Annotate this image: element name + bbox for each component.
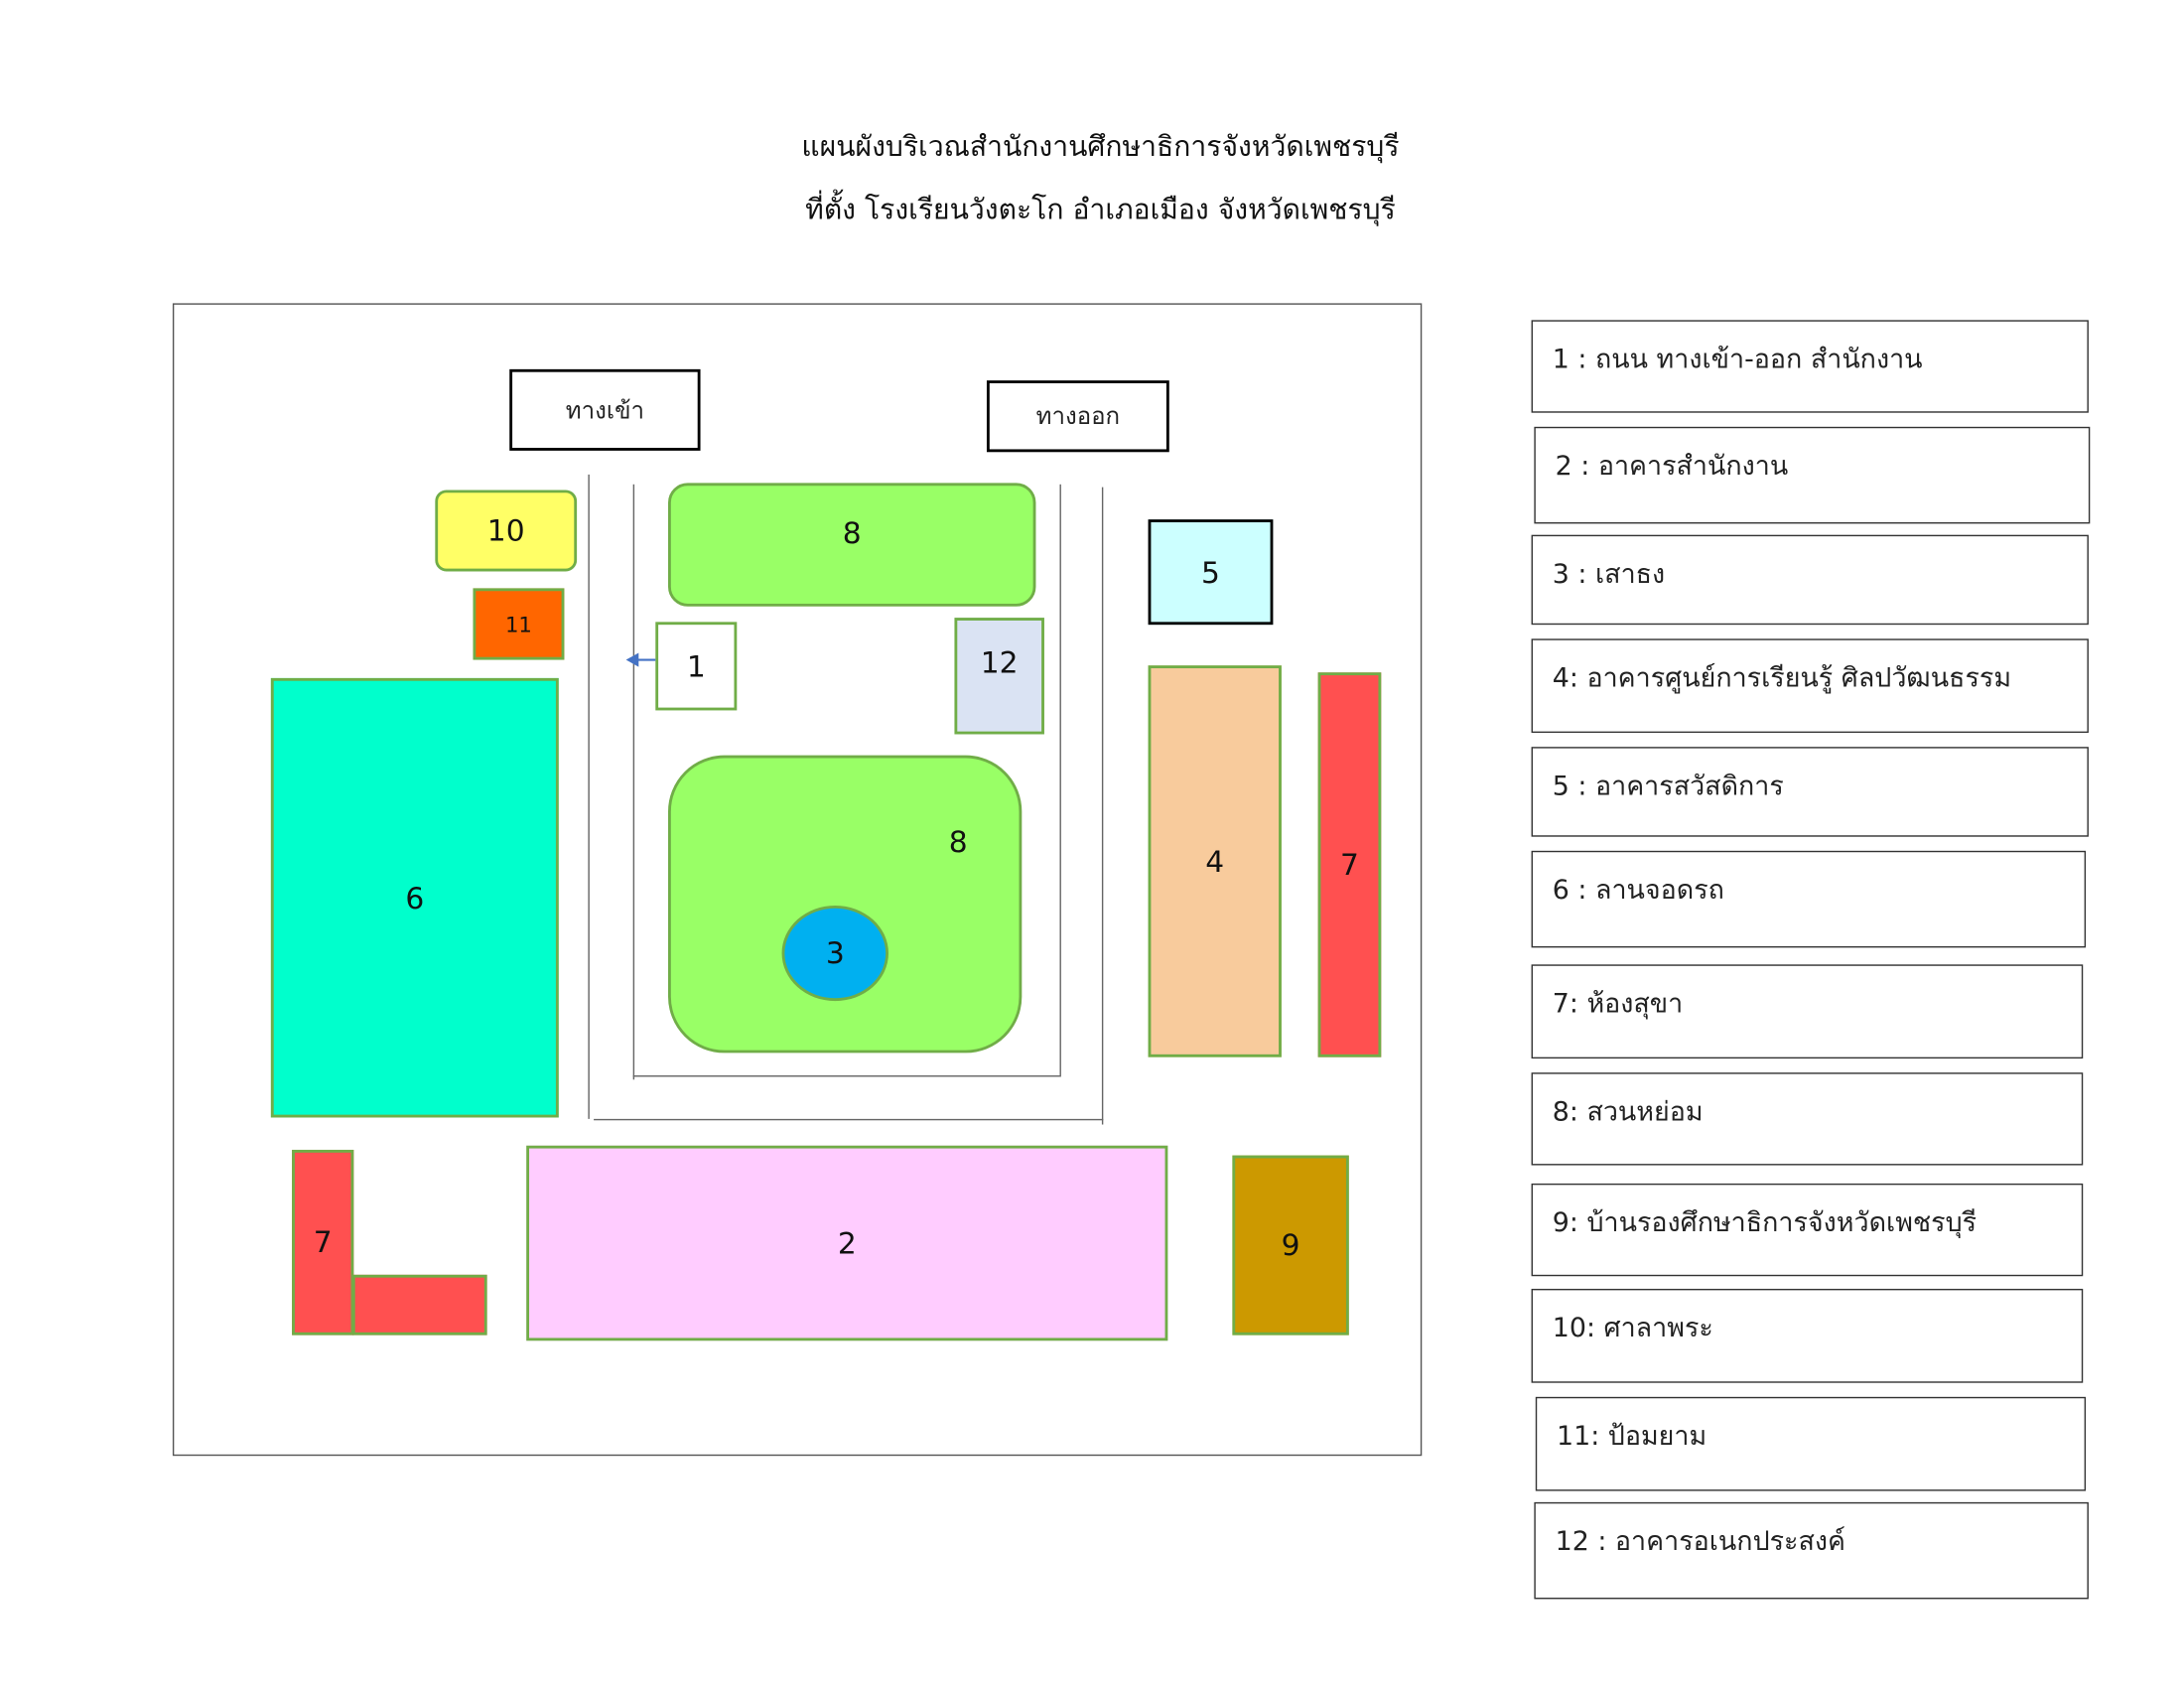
guard-post-zone: 11 xyxy=(473,588,565,660)
exit-sign: ทางออก xyxy=(986,380,1169,453)
garden-zone-top: 8 xyxy=(668,483,1036,607)
legend-item: 4: อาคารศูนย์การเรียนรู้ ศิลปวัฒนธรรม xyxy=(1531,638,2089,734)
multipurpose-building-zone: 12 xyxy=(954,618,1044,735)
legend-item: 3 : เสาธง xyxy=(1531,534,2089,626)
entrance-sign: ทางเข้า xyxy=(509,368,701,451)
legend-item: 8: สวนหย่อม xyxy=(1531,1072,2084,1166)
restroom-zone-left: 7 xyxy=(292,1149,354,1336)
legend-item: 5 : อาคารสวัสดิการ xyxy=(1531,747,2089,837)
welfare-building-zone: 5 xyxy=(1148,519,1274,626)
garden-zone-main: 8 3 xyxy=(668,755,1023,1054)
garden-label: 8 xyxy=(948,825,968,860)
legend-item: 2 : อาคารสำนักงาน xyxy=(1534,426,2091,524)
deputy-residence-zone: 9 xyxy=(1232,1155,1349,1336)
legend-item: 1 : ถนน ทางเข้า-ออก สำนักงาน xyxy=(1531,320,2089,413)
road-line xyxy=(594,1118,1104,1121)
restroom-zone-right: 7 xyxy=(1317,672,1382,1057)
legend-item: 10: ศาลาพระ xyxy=(1531,1288,2084,1383)
road-line xyxy=(1101,487,1104,1125)
arrow-left-icon xyxy=(625,652,656,667)
legend-item: 11: ป้อมยาม xyxy=(1535,1396,2087,1491)
learning-center-zone: 4 xyxy=(1148,665,1282,1057)
legend-item: 7: ห้องสุขา xyxy=(1531,964,2084,1059)
road-line xyxy=(632,484,635,1080)
title-line-2: ที่ตั้ง โรงเรียนวังตะโก อำเภอเมือง จังหว… xyxy=(805,192,1396,226)
flagpole-zone: 3 xyxy=(781,905,888,1002)
map-frame xyxy=(172,303,1423,1457)
legend-item: 6 : ลานจอดรถ xyxy=(1531,850,2087,948)
road-line xyxy=(588,474,590,1119)
legend-item: 9: บ้านรองศึกษาธิการจังหวัดเพชรบุรี xyxy=(1531,1183,2084,1277)
shrine-zone: 10 xyxy=(435,490,578,572)
legend-item: 12 : อาคารอเนกประสงค์ xyxy=(1534,1501,2089,1600)
office-building-zone: 2 xyxy=(526,1145,1168,1341)
restroom-zone-left-wing xyxy=(351,1274,487,1336)
road-line xyxy=(1059,484,1061,1076)
road-line xyxy=(632,1075,1061,1077)
road-zone: 1 xyxy=(655,622,738,711)
parking-zone: 6 xyxy=(270,677,559,1118)
title-line-1: แผนผังบริเวณสำนักงานศึกษาธิการจังหวัดเพช… xyxy=(801,129,1400,164)
